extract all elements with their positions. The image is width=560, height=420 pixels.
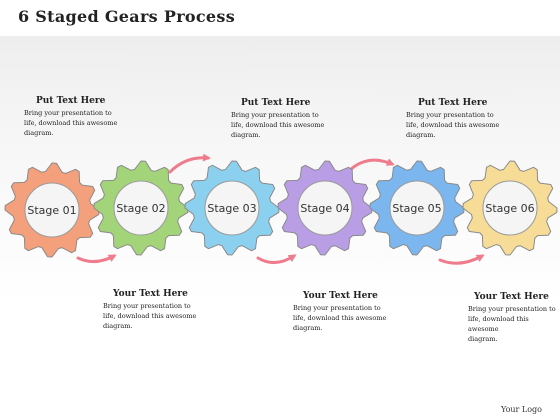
gear-stage-1: Stage 01: [4, 162, 100, 258]
text-block-4: Your Text Here Bring your presentation t…: [293, 291, 393, 333]
gear-label: Stage 04: [300, 202, 349, 215]
gear-stage-6: Stage 06: [462, 160, 558, 256]
gear-center: [482, 180, 538, 236]
gear-stage-5: Stage 05: [369, 160, 465, 256]
text-block-2-body: Bring your presentation to life, downloa…: [103, 302, 197, 330]
gear-center: [113, 180, 169, 236]
logo-text: Your Logo: [501, 405, 542, 414]
text-block-1-body: Bring your presentation to life, downloa…: [24, 109, 118, 137]
gear-label: Stage 05: [392, 202, 441, 215]
gear-center: [389, 180, 445, 236]
text-block-5-body: Bring your presentation to life, downloa…: [406, 111, 500, 139]
gear-stage-4: Stage 04: [277, 160, 373, 256]
connector-arrow-3: [256, 254, 297, 264]
text-block-3: Put Text Here Bring your presentation to…: [231, 98, 331, 140]
background-band: [0, 36, 560, 420]
text-block-4-body: Bring your presentation to life, downloa…: [293, 304, 387, 332]
text-block-1: Put Text Here Bring your presentation to…: [24, 96, 124, 138]
gear-center: [204, 180, 260, 236]
text-block-3-body: Bring your presentation to life, downloa…: [231, 111, 325, 139]
gear-stage-2: Stage 02: [93, 160, 189, 256]
text-block-1-heading: Put Text Here: [36, 96, 106, 106]
text-block-6-body: Bring your presentation to life, downloa…: [468, 305, 556, 343]
gear-label: Stage 01: [27, 204, 76, 217]
text-block-4-heading: Your Text Here: [303, 291, 378, 301]
text-block-5-heading: Put Text Here: [418, 98, 488, 108]
text-block-3-heading: Put Text Here: [241, 98, 311, 108]
connector-arrow-5: [438, 254, 485, 265]
gear-label: Stage 02: [116, 202, 165, 215]
gear-center: [24, 182, 80, 238]
text-block-5: Put Text Here Bring your presentation to…: [406, 98, 506, 140]
text-block-2-heading: Your Text Here: [113, 289, 188, 299]
gear-center: [297, 180, 353, 236]
gear-label: Stage 03: [207, 202, 256, 215]
connector-arrow-1: [76, 254, 117, 263]
text-block-2: Your Text Here Bring your presentation t…: [103, 289, 203, 331]
page-title: 6 Staged Gears Process: [18, 7, 236, 26]
gear-label: Stage 06: [485, 202, 534, 215]
text-block-6: Your Text Here Bring your presentation t…: [468, 292, 558, 344]
gear-stage-3: Stage 03: [184, 160, 280, 256]
connector-arrow-2: [168, 153, 211, 174]
text-block-6-heading: Your Text Here: [474, 292, 549, 302]
connector-arrow-4: [348, 158, 395, 172]
